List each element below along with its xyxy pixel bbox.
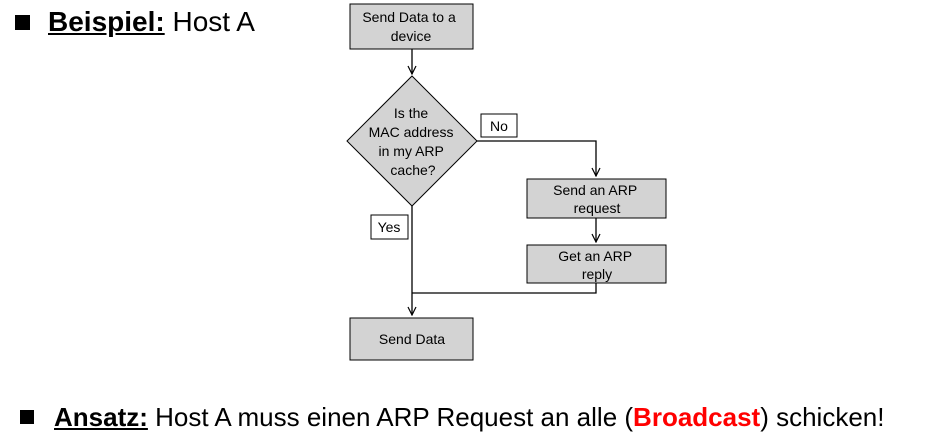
get-reply-node: Get an ARP reply	[526, 244, 667, 284]
yes-label-text: Yes	[378, 219, 401, 235]
decision-label-line1: Is the	[394, 105, 428, 121]
example-subject: Host A	[164, 6, 255, 37]
example-term: Beispiel:	[48, 6, 165, 37]
no-label: No	[480, 113, 518, 138]
send-request-node: Send an ARP request	[526, 178, 667, 219]
send-request-box	[526, 178, 667, 219]
send-data-box	[349, 317, 474, 361]
approach-text-before: Host A muss einen ARP Request an alle (	[147, 402, 634, 432]
edge-no-branch	[477, 140, 596, 176]
send-request-label-line2: request	[574, 200, 621, 216]
send-data-label: Send Data	[379, 331, 445, 347]
start-label: Send Data to a device	[362, 9, 459, 44]
approach-term: Ansatz:	[54, 402, 148, 432]
get-reply-label: Get an ARP reply	[558, 248, 636, 282]
example-heading: Beispiel: Host A	[15, 4, 255, 40]
bullet-square-icon	[20, 410, 34, 424]
get-reply-box	[526, 244, 667, 284]
yes-label: Yes	[370, 214, 409, 240]
yes-label-box	[370, 214, 409, 240]
bullet-square-icon	[15, 14, 30, 30]
approach-line: Ansatz: Host A muss einen ARP Request an…	[20, 400, 884, 434]
get-reply-label-line2: reply	[582, 266, 612, 282]
broadcast-highlight: Broadcast	[633, 402, 761, 432]
send-data-node: Send Data	[349, 317, 474, 361]
decision-label: Is the MAC address in my ARP cache?	[369, 105, 458, 178]
get-reply-label-line1: Get an ARP	[558, 248, 632, 264]
decision-diamond	[346, 75, 478, 207]
start-node: Send Data to a device	[349, 3, 474, 50]
decision-label-line2: MAC address	[369, 124, 454, 140]
edge-reply-to-merge	[412, 283, 597, 294]
decision-node: Is the MAC address in my ARP cache?	[346, 75, 478, 207]
no-label-box	[480, 113, 518, 138]
send-request-label-line1: Send an ARP	[553, 182, 637, 198]
approach-text-after: ) schicken!	[760, 402, 885, 432]
start-label-line2: device	[391, 28, 432, 44]
send-request-label: Send an ARP request	[553, 182, 641, 216]
decision-label-line4: cache?	[390, 162, 435, 178]
no-label-text: No	[490, 118, 508, 134]
start-label-line1: Send Data to a	[362, 9, 456, 25]
decision-label-line3: in my ARP	[379, 143, 444, 159]
